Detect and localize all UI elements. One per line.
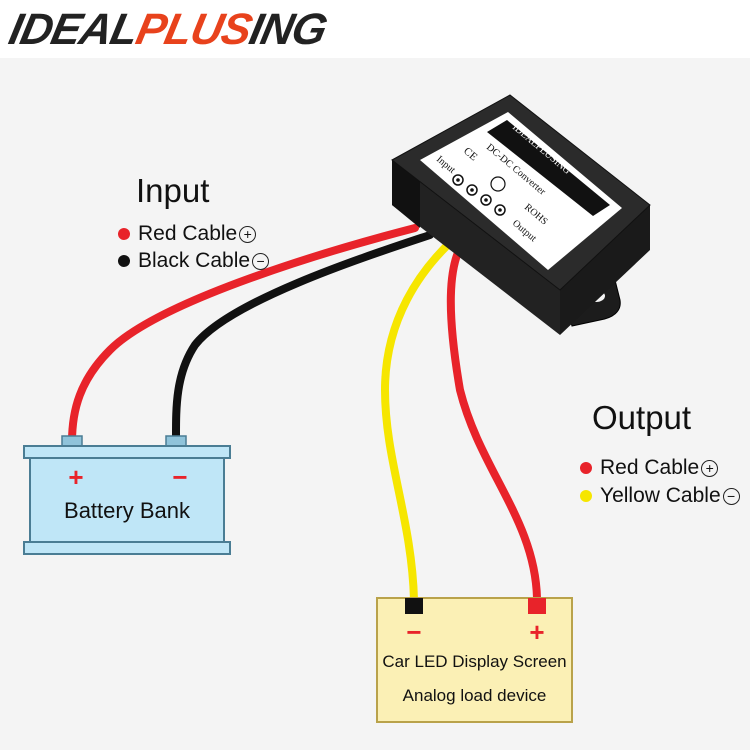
- load-device-title: Car LED Display Screen: [382, 652, 567, 671]
- minus-circle-icon: −: [722, 487, 740, 505]
- black-dot-icon: [118, 255, 130, 267]
- input-legend-black: Black Cable −: [118, 249, 270, 273]
- load-device: − +: [376, 597, 573, 723]
- input-red-label: Red Cable: [138, 222, 238, 245]
- minus-circle-icon: −: [252, 252, 270, 270]
- battery-label: Battery Bank: [64, 498, 190, 523]
- input-red-wire: [68, 224, 419, 446]
- battery-bank: + −: [23, 435, 231, 555]
- plus-circle-icon: +: [701, 459, 719, 477]
- input-legend-red: Red Cable +: [118, 222, 257, 246]
- yellow-dot-icon: [580, 490, 592, 502]
- load-minus-sign: −: [406, 617, 421, 647]
- input-heading: Input: [136, 172, 210, 209]
- output-yellow-wire: [380, 234, 459, 604]
- output-yellow-label: Yellow Cable: [600, 484, 721, 507]
- battery-minus-sign: −: [172, 462, 187, 492]
- load-device-subtitle: Analog load device: [402, 686, 547, 705]
- output-red-wire: [446, 232, 541, 602]
- red-dot-icon: [580, 462, 592, 474]
- load-plus-sign: +: [529, 617, 544, 647]
- output-heading: Output: [592, 399, 692, 436]
- plus-circle-icon: +: [239, 225, 257, 243]
- output-legend-yellow: Yellow Cable −: [580, 484, 740, 508]
- input-black-label: Black Cable: [138, 249, 251, 272]
- converter-device: IDEALPLUSING DC-DC Converter CE Input RO…: [391, 94, 651, 335]
- red-dot-icon: [118, 228, 130, 240]
- wiring-diagram: [0, 58, 750, 750]
- battery-plus-sign: +: [68, 462, 83, 492]
- output-red-label: Red Cable: [600, 456, 700, 479]
- output-legend-red: Red Cable +: [580, 456, 719, 480]
- input-black-wire: [171, 231, 434, 446]
